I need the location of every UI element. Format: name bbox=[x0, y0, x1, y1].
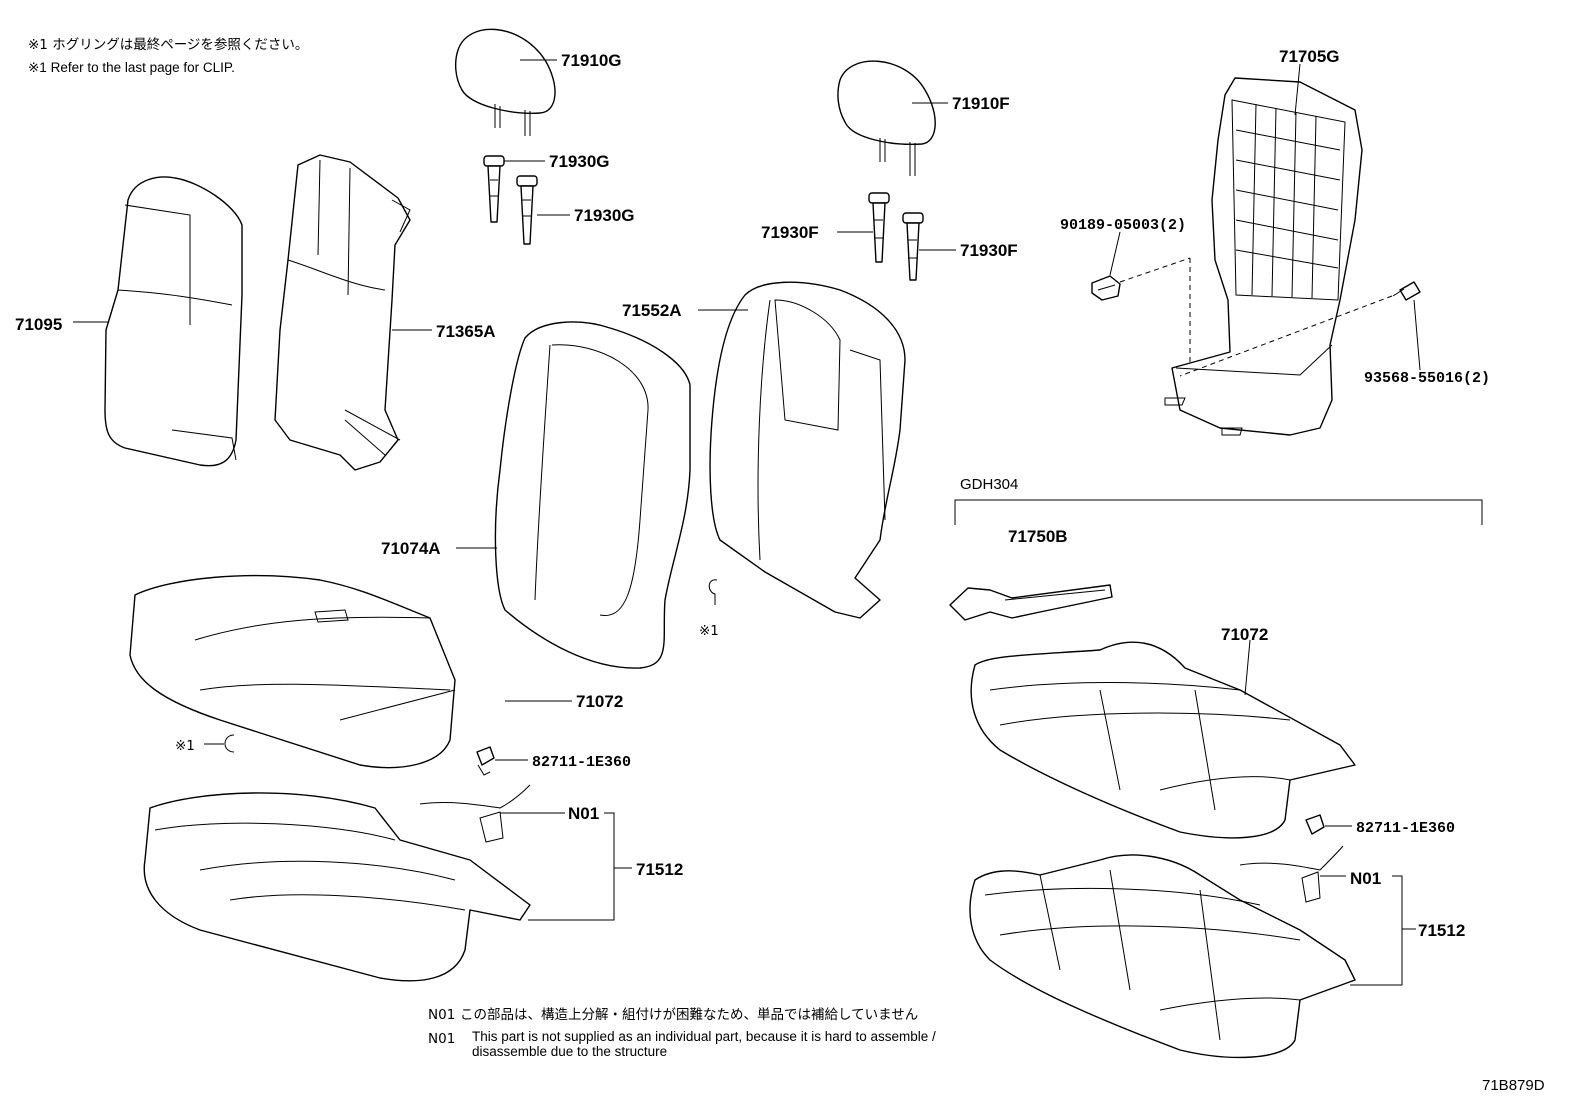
n01-note-japanese: この部品は、構造上分解・組付けが困難なため、単品では補給していません bbox=[460, 1007, 918, 1023]
seat-cushion-71072-right[interactable] bbox=[970, 641, 1356, 839]
label-n01-right: N01 bbox=[1350, 869, 1381, 888]
seat-heater-n01-right[interactable] bbox=[1239, 845, 1344, 903]
label-71930g-b: 71930G bbox=[574, 206, 635, 225]
n01-note-english-line2: disassemble due to the structure bbox=[472, 1044, 667, 1059]
n01-note-english-line1: This part is not supplied as an individu… bbox=[472, 1029, 936, 1044]
clip-mark-left: ※1 bbox=[175, 738, 195, 754]
label-93568-55016: 93568-55016(2) bbox=[1364, 370, 1490, 387]
n01-code-english: N01 bbox=[428, 1031, 455, 1047]
label-71910g: 71910G bbox=[561, 51, 622, 70]
label-71750b: 71750B bbox=[1008, 527, 1068, 546]
seat-heater-n01-left[interactable] bbox=[419, 784, 531, 843]
headrest-support-71930g-b[interactable] bbox=[516, 175, 538, 245]
label-82711-1e360-left: 82711-1E360 bbox=[532, 754, 631, 771]
clip-mark-mid: ※1 bbox=[699, 623, 719, 639]
bracket-71512-left bbox=[528, 812, 615, 921]
label-71512-right: 71512 bbox=[1418, 921, 1465, 940]
label-71095: 71095 bbox=[15, 315, 62, 334]
hog-ring-icon-left bbox=[204, 734, 235, 753]
label-71930g-a: 71930G bbox=[549, 152, 610, 171]
label-71072-right: 71072 bbox=[1221, 625, 1268, 644]
label-82711-1e360-right: 82711-1E360 bbox=[1356, 820, 1455, 837]
group-label-gdh304: GDH304 bbox=[960, 476, 1018, 493]
headrest-71910f[interactable] bbox=[837, 60, 936, 176]
diagram-code: 71B879D bbox=[1482, 1077, 1545, 1094]
cushion-pad-71750b[interactable] bbox=[949, 584, 1113, 621]
label-n01-left: N01 bbox=[568, 804, 599, 823]
seatback-pad-71074a[interactable] bbox=[494, 321, 691, 669]
label-71930f-a: 71930F bbox=[761, 223, 819, 242]
label-71910f: 71910F bbox=[952, 94, 1010, 113]
label-71552a: 71552A bbox=[622, 301, 682, 320]
label-90189-05003: 90189-05003(2) bbox=[1060, 217, 1186, 234]
headrest-support-71930f-a[interactable] bbox=[868, 192, 890, 263]
clip-82711-1e360-right[interactable] bbox=[1305, 814, 1325, 835]
label-71072-left: 71072 bbox=[576, 692, 623, 711]
headrest-support-71930f-b[interactable] bbox=[902, 212, 924, 281]
group-bracket-gdh304 bbox=[954, 499, 1483, 525]
seat-cushion-pad-71512-left[interactable] bbox=[143, 792, 531, 982]
seatback-71095[interactable] bbox=[104, 176, 243, 467]
seatback-board-71705g[interactable] bbox=[1164, 77, 1363, 436]
clip-90189-05003[interactable] bbox=[1091, 275, 1121, 301]
screw-93568-55016[interactable] bbox=[1392, 281, 1421, 301]
label-71512-left: 71512 bbox=[636, 860, 683, 879]
headrest-support-71930g-a[interactable] bbox=[483, 155, 505, 223]
clip-note-japanese: ※1 ホグリングは最終ページを参照ください。 bbox=[28, 36, 308, 53]
bracket-71512-right bbox=[1350, 875, 1403, 986]
clip-note-english: ※1 Refer to the last page for CLIP. bbox=[28, 60, 235, 75]
seat-cushion-71072-left[interactable] bbox=[129, 574, 456, 769]
n01-code-japanese: N01 bbox=[428, 1007, 455, 1023]
clip-82711-1e360-left[interactable] bbox=[476, 746, 495, 776]
headrest-71910g[interactable] bbox=[454, 28, 556, 136]
label-71705g: 71705G bbox=[1279, 47, 1340, 66]
label-71930f-b: 71930F bbox=[960, 241, 1018, 260]
seat-cushion-pad-71512-right[interactable] bbox=[969, 854, 1356, 1059]
seatback-pad-71365a[interactable] bbox=[274, 154, 411, 471]
seatback-cover-71552a[interactable] bbox=[709, 281, 906, 619]
hog-ring-icon bbox=[708, 579, 718, 605]
label-71074a: 71074A bbox=[381, 539, 441, 558]
label-71365a: 71365A bbox=[436, 322, 496, 341]
